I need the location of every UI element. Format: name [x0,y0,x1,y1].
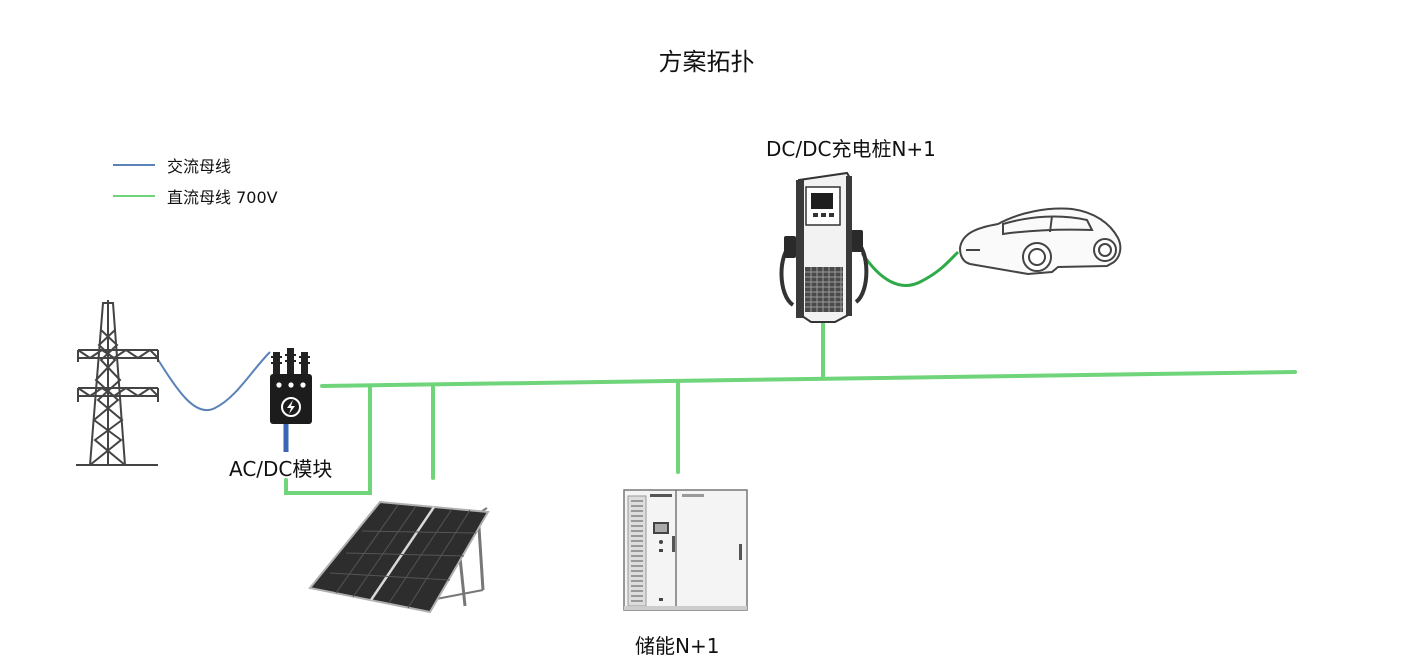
charger-label: DC/DC充电桩N+1 [766,137,936,161]
electric-car-icon [958,207,1122,276]
transformer-icon [270,348,312,424]
legend-item-ac-bus: 交流母线 [113,155,232,176]
power-tower-icon [76,300,159,466]
ac-bus-line [156,351,271,411]
storage-cabinet-icon [623,489,748,611]
dc-bus-main-line [320,370,1297,388]
page-title: 方案拓扑 [658,48,755,76]
legend-ac-line-icon [113,164,155,166]
legend-dc-line-icon [113,195,155,197]
legend-item-dc-bus: 直流母线 700V [113,186,278,207]
legend-dc-label: 直流母线 700V [167,188,278,207]
acdc-module-label: AC/DC模块 [229,457,333,481]
charging-pile-icon [779,171,869,323]
dc-bus-acdc-return [284,384,372,495]
legend-ac-label: 交流母线 [167,157,232,176]
car-cable-line [860,250,960,287]
solar-panel-icon [308,500,490,614]
storage-label: 储能N+1 [635,634,720,658]
